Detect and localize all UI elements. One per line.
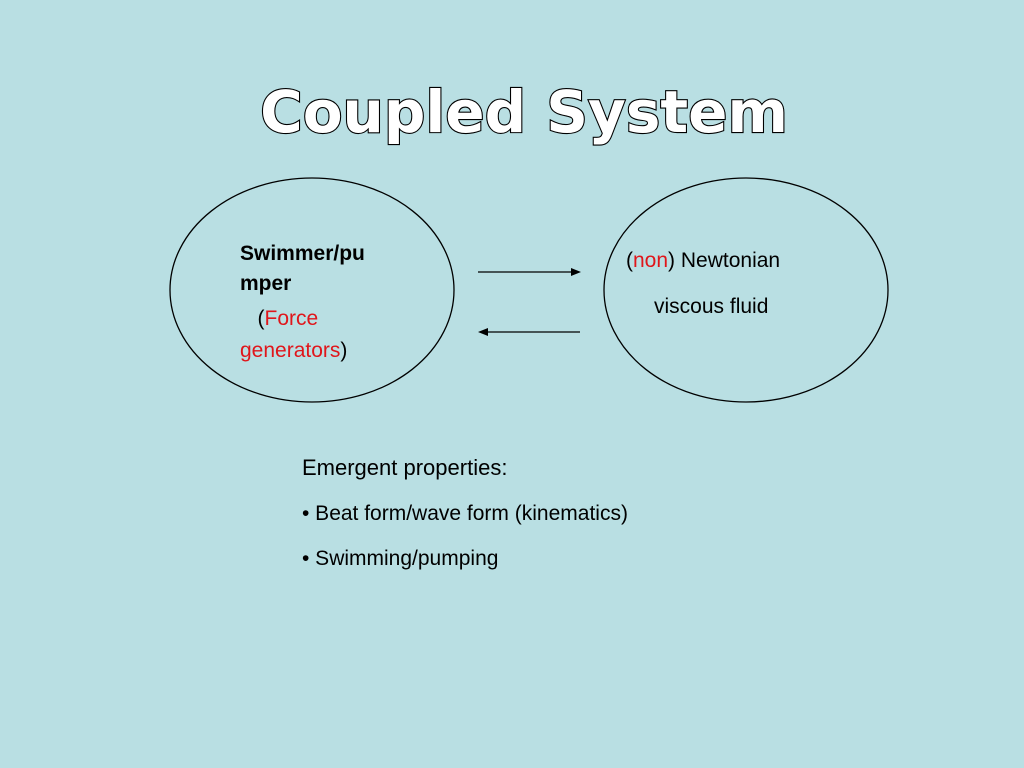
page-title: Coupled System xyxy=(260,78,788,146)
fluid-node-oval xyxy=(603,177,889,403)
fluid-node-label: (non) Newtonian viscous fluid xyxy=(626,247,846,321)
swimmer-node-oval xyxy=(169,177,455,403)
swimmer-label-line1: Swimmer/pu xyxy=(240,242,365,265)
newtonian-text: Newtonian xyxy=(675,249,781,272)
arrow-right xyxy=(478,268,581,276)
emergent-heading: Emergent properties: xyxy=(302,455,508,480)
force-text: Force xyxy=(264,307,319,330)
force-generators-label: (Force generators) xyxy=(240,303,410,367)
non-text: non xyxy=(633,249,669,272)
paren-close: ) xyxy=(340,339,348,362)
paren-close: ) xyxy=(668,249,676,272)
swimmer-node-label: Swimmer/pu mper (Force generators) xyxy=(240,239,410,367)
fluid-label-line2: viscous fluid xyxy=(654,295,769,318)
bullet-item: • Swimming/pumping xyxy=(302,547,499,570)
paren-open: ( xyxy=(626,249,633,272)
generators-text: generators xyxy=(240,339,341,362)
emergent-properties-block: Emergent properties: • Beat form/wave fo… xyxy=(302,454,802,572)
arrow-left xyxy=(478,328,580,336)
fluid-label-line1: (non) Newtonian xyxy=(626,249,780,272)
paren-open: ( xyxy=(257,307,265,330)
swimmer-label-line2: mper xyxy=(240,272,292,295)
bullet-item: • Beat form/wave form (kinematics) xyxy=(302,502,628,525)
